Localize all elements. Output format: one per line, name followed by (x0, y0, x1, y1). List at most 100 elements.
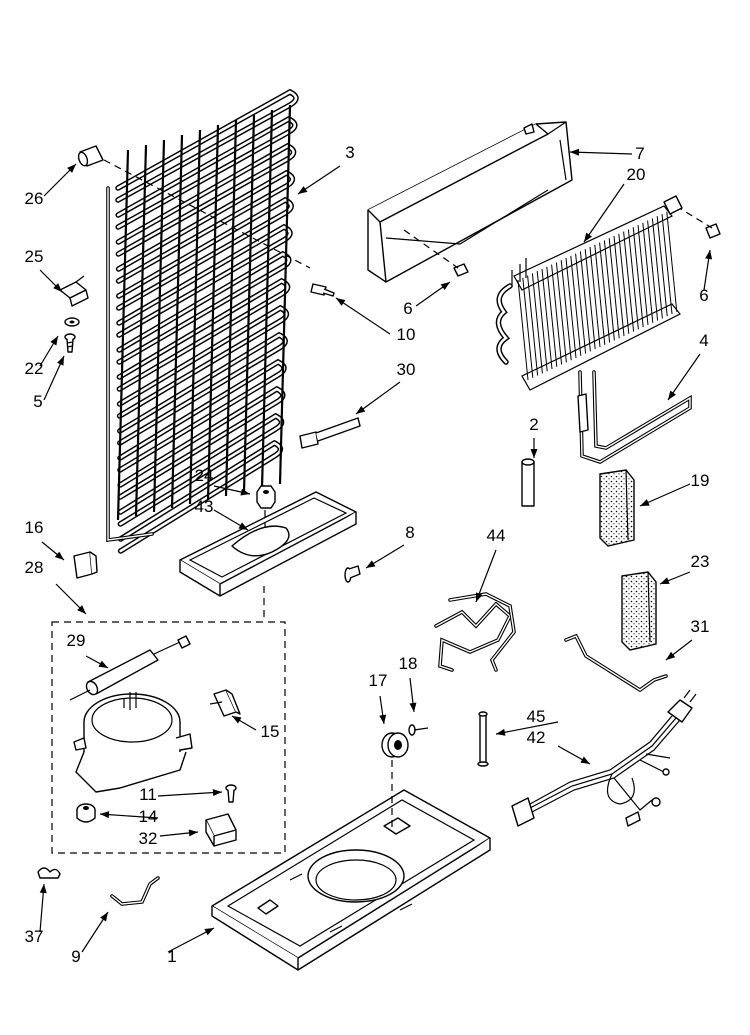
leader-line (475, 549, 497, 603)
evaporator-fin (613, 235, 625, 337)
evaporator-fin (546, 266, 558, 367)
callout-22: 22 (25, 359, 44, 378)
evaporator-fin (599, 242, 611, 343)
part-16-clip (73, 551, 98, 579)
part-45-pin (477, 711, 489, 767)
callout-labels: 1 2 3 4 5 6 6 7 8 9 10 11 14 15 16 17 18… (25, 143, 710, 966)
coil-wire (224, 119, 238, 497)
callout-20: 20 (627, 165, 646, 184)
leader-arrowhead (440, 282, 450, 291)
leader-arrowhead (39, 884, 47, 894)
coil-wire (116, 149, 130, 521)
evaporator-fin (603, 240, 615, 341)
leader-arrowhead (67, 164, 76, 173)
callout-24: 24 (195, 466, 214, 485)
part-20-evaporator (495, 195, 683, 391)
part-37-clip (37, 867, 61, 879)
part-14-grommet (76, 803, 96, 823)
part-2-tube (521, 458, 535, 507)
callout-30: 30 (397, 360, 416, 379)
leader-line (335, 297, 391, 335)
evaporator-fin (570, 255, 582, 356)
evaporator-fin (666, 211, 678, 312)
leader-arrowhead (98, 660, 108, 668)
part-15-relay (209, 689, 241, 717)
evaporator-fin (575, 253, 587, 354)
leader-arrowhead (57, 356, 64, 366)
evaporator-fin (627, 229, 639, 330)
leader-arrowhead (409, 702, 417, 712)
leader-arrowhead (336, 298, 346, 306)
condenser-coil (106, 88, 299, 554)
part-4-heater (577, 370, 692, 464)
part-10-screw (310, 283, 335, 297)
evaporator-fin (560, 260, 572, 361)
part-8-screw (344, 565, 361, 583)
leader-line (355, 381, 401, 415)
leader-arrowhead (640, 499, 650, 506)
callout-17: 17 (369, 671, 388, 690)
callout-15: 15 (261, 722, 280, 741)
leader-arrowhead (580, 756, 590, 764)
evaporator-fin (551, 264, 563, 365)
evaporator-fin (637, 224, 649, 326)
part-9-wire-bracket (110, 876, 160, 906)
leader-arrowhead (705, 250, 713, 260)
callout-6-left: 6 (403, 299, 412, 318)
leader-arrowhead (570, 148, 580, 156)
part-43-drain-pan (179, 491, 357, 597)
part-29-filter-drier (69, 635, 191, 701)
callout-45: 45 (527, 707, 546, 726)
callout-8: 8 (405, 523, 414, 542)
part-22-washer (64, 317, 80, 327)
evaporator-fin (531, 273, 543, 374)
leader-line (495, 721, 559, 735)
callout-28: 28 (25, 558, 44, 577)
part-23-foam (621, 571, 657, 651)
callout-1: 1 (167, 947, 176, 966)
callout-3: 3 (345, 143, 354, 162)
leader-arrowhead (366, 560, 376, 568)
leader-arrowhead (204, 928, 214, 936)
leader-arrowhead (77, 605, 86, 614)
leader-arrowhead (668, 390, 677, 400)
leader-line (639, 483, 691, 507)
callout-23: 23 (691, 552, 710, 571)
leader-arrowhead (584, 232, 592, 242)
leader-arrowhead (356, 405, 366, 414)
leader-line (667, 353, 701, 401)
coil-wire (170, 134, 184, 509)
part-7-evaporator-cover (367, 121, 573, 283)
leader-arrowhead (100, 912, 108, 922)
callout-43: 43 (195, 497, 214, 516)
leader-line (99, 813, 159, 819)
coil-wire (278, 104, 292, 485)
coil-wire (206, 124, 220, 501)
part-32-overload (205, 813, 237, 847)
part-1-base-pan (211, 789, 491, 971)
part-30-sensor (299, 417, 361, 449)
evaporator-fin (623, 231, 635, 332)
evaporator-fin (642, 222, 654, 323)
leader-arrowhead (188, 829, 198, 837)
callout-10: 10 (397, 325, 416, 344)
evaporator-fin (632, 227, 644, 328)
assembly-line-6-right (675, 205, 713, 229)
coil-wire (260, 109, 274, 489)
part-42-wire-harness (511, 689, 697, 827)
callout-5: 5 (33, 392, 42, 411)
callout-44: 44 (487, 526, 506, 545)
evaporator-fin (584, 249, 596, 350)
leader-arrowhead (100, 811, 110, 819)
evaporator-fin (647, 220, 659, 321)
coil-wire (152, 139, 166, 513)
evaporator-fin (589, 246, 601, 348)
leader-arrowhead (298, 186, 308, 194)
part-44-tubing (434, 592, 516, 672)
part-11-screw (225, 784, 237, 803)
evaporator-fin (541, 268, 553, 370)
leader-arrowhead (475, 592, 483, 602)
callout-2: 2 (529, 415, 538, 434)
leader-arrowhead (238, 522, 248, 530)
